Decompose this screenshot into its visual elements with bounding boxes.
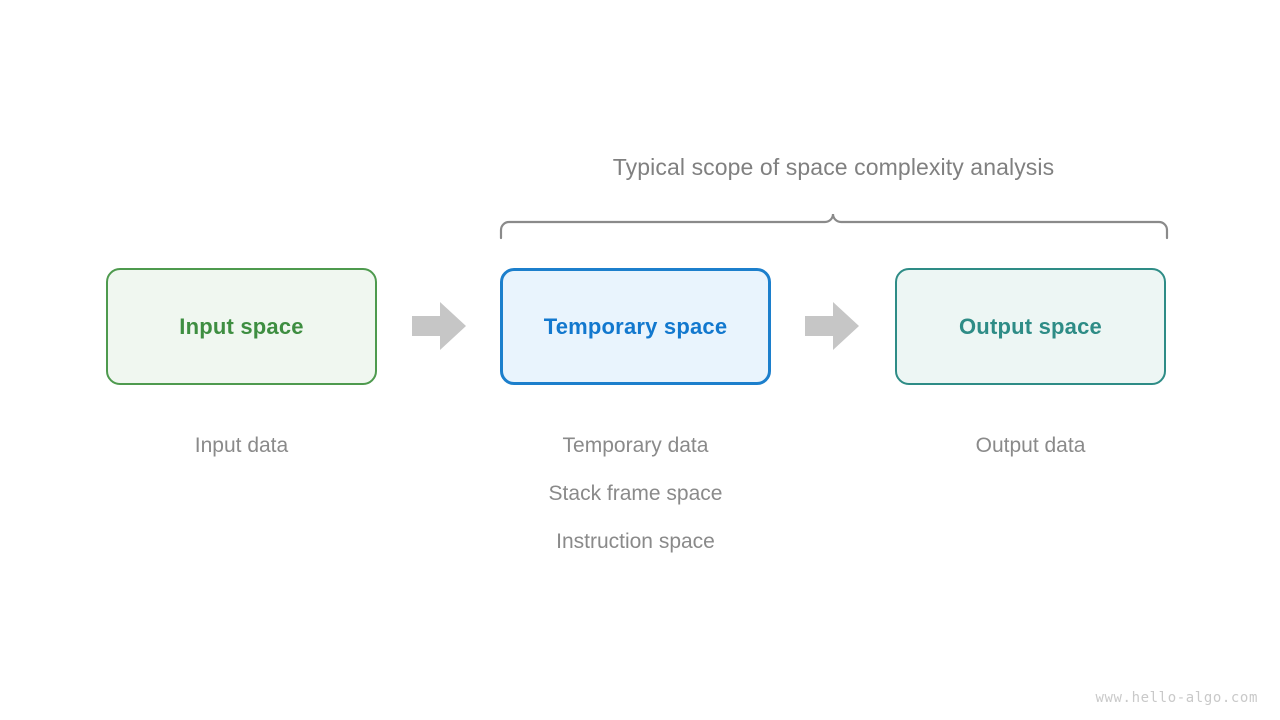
box-output-space[interactable]: Output space [895,268,1166,385]
caption-line: Stack frame space [548,482,723,505]
box-temporary-space-label: Temporary space [543,313,728,339]
caption-temporary-column: Temporary data Stack frame space Instruc… [500,422,771,566]
caption-line: Input data [194,434,289,457]
box-input-space[interactable]: Input space [106,268,377,385]
caption-line: Output data [975,434,1086,457]
curly-brace-icon [499,213,1169,240]
box-output-space-label: Output space [959,313,1102,339]
arrow-right-icon-temporary-to-output [805,302,859,350]
caption-line: Instruction space [556,530,715,553]
caption-output-column: Output data [895,422,1166,470]
box-input-space-label: Input space [179,313,304,339]
caption-line: Temporary data [562,434,709,457]
box-temporary-space[interactable]: Temporary space [500,268,771,385]
arrow-right-icon-input-to-temporary [412,302,466,350]
caption-input-column: Input data [106,422,377,470]
watermark: www.hello-algo.com [1095,690,1258,706]
scope-annotation-label: Typical scope of space complexity analys… [612,154,1055,180]
